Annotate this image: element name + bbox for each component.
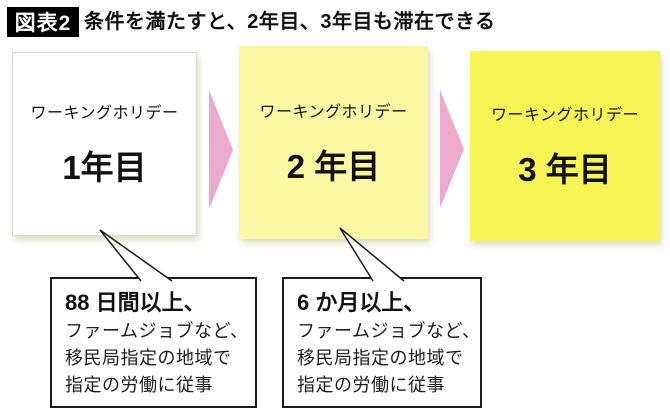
flow-arrow-icon bbox=[440, 90, 464, 208]
stage-label-year3: ワーキングホリデー bbox=[490, 107, 640, 124]
callout-text-line: ファームジョブなど、 bbox=[65, 321, 249, 341]
stage-label-year1: ワーキングホリデー bbox=[30, 105, 179, 122]
stage-box-year1: ワーキングホリデー 1年目 bbox=[12, 52, 197, 236]
flow-arrow-icon bbox=[209, 90, 233, 209]
figure-number-badge: 図表2 bbox=[7, 7, 79, 37]
callout-year1-condition: 88 日間以上、 ファームジョブなど、 移民局指定の地域で 指定の労働に従事 bbox=[50, 277, 257, 408]
callout-year2-condition: 6 か月以上、 ファームジョブなど、 移民局指定の地域で 指定の労働に従事 bbox=[282, 277, 482, 408]
stage-label-year2: ワーキングホリデー bbox=[259, 103, 408, 121]
callout-text-line: 移民局指定の地域で bbox=[65, 348, 232, 368]
figure-title: 条件を満たすと、2年目、3年目も滞在できる bbox=[84, 11, 496, 33]
stage-box-year2: ワーキングホリデー 2 年目 bbox=[239, 46, 428, 239]
callout-tail-icon bbox=[99, 229, 173, 282]
callout-text-line: 指定の労働に従事 bbox=[65, 375, 213, 395]
callout-text-line: 指定の労働に従事 bbox=[297, 375, 445, 395]
stage-year-year1: 1年目 bbox=[62, 149, 147, 186]
stage-box-year3: ワーキングホリデー 3 年目 bbox=[470, 51, 660, 241]
callout-text-line: 移民局指定の地域で bbox=[297, 348, 464, 368]
stage-year-year3: 3 年目 bbox=[518, 151, 612, 188]
stage-year-year2: 2 年目 bbox=[286, 147, 381, 185]
callout-headline: 88 日間以上、 bbox=[65, 290, 206, 315]
callout-text-line: ファームジョブなど、 bbox=[297, 321, 481, 341]
callout-headline: 6 か月以上、 bbox=[297, 290, 426, 315]
